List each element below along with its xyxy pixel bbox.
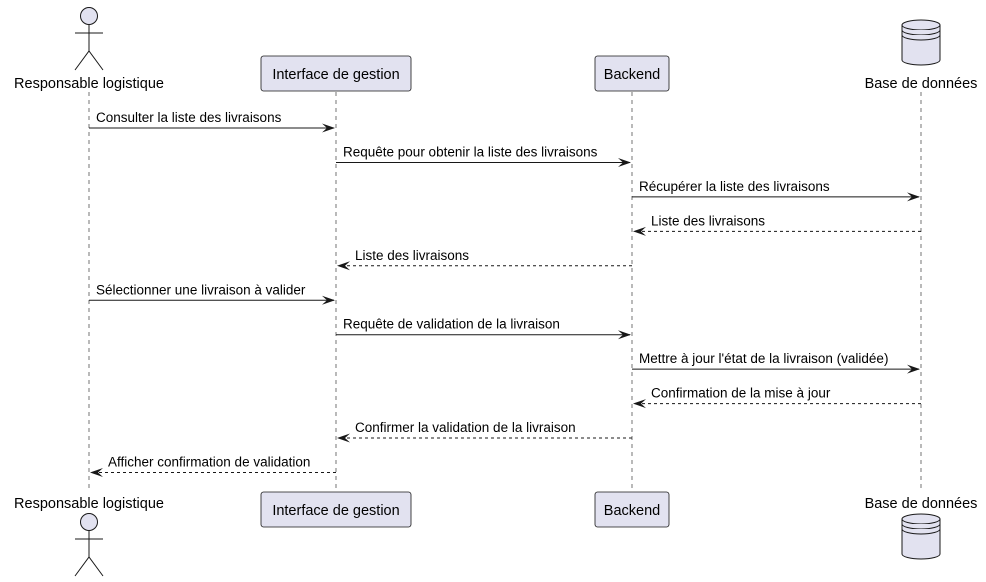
actor-icon-bottom <box>74 513 104 577</box>
participant-label-top-responsable: Responsable logistique <box>14 76 164 92</box>
message-label: Liste des livraisons <box>651 213 765 228</box>
message-label: Requête de validation de la livraison <box>343 317 560 332</box>
message-3: Récupérer la liste des livraisons <box>632 179 920 202</box>
message-label: Sélectionner une livraison à valider <box>96 282 306 297</box>
participant-box-top-interface-label: Interface de gestion <box>272 67 399 83</box>
participant-box-bottom-backend: Backend <box>594 491 670 528</box>
message-11: Afficher confirmation de validation <box>90 455 336 477</box>
messages: Consulter la liste des livraisonsRequête… <box>89 110 921 477</box>
arrow-head <box>322 295 335 305</box>
arrow-head <box>618 330 631 340</box>
arrow-head <box>337 433 350 443</box>
message-1: Consulter la liste des livraisons <box>89 110 335 133</box>
message-label: Récupérer la liste des livraisons <box>639 179 830 194</box>
message-8: Mettre à jour l'état de la livraison (va… <box>632 351 920 374</box>
bottom-participants: Responsable logistique Interface de gesti… <box>14 491 978 577</box>
message-label: Afficher confirmation de validation <box>108 455 310 470</box>
message-label: Consulter la liste des livraisons <box>96 110 282 125</box>
participant-box-bottom-interface-label: Interface de gestion <box>272 503 399 519</box>
message-9: Confirmation de la mise à jour <box>633 386 921 409</box>
arrow-head <box>322 123 335 133</box>
arrow-head <box>907 192 920 202</box>
message-label: Confirmation de la mise à jour <box>651 386 831 401</box>
actor-icon-top <box>74 7 104 71</box>
top-participants: Responsable logistique Interface de gesti… <box>14 7 978 92</box>
message-10: Confirmer la validation de la livraison <box>337 420 632 443</box>
arrow-head <box>90 468 103 477</box>
message-7: Requête de validation de la livraison <box>336 317 631 340</box>
participant-box-bottom-interface: Interface de gestion <box>260 491 412 528</box>
participant-box-bottom-backend-label: Backend <box>604 503 660 519</box>
arrow-head <box>633 399 646 409</box>
message-label: Mettre à jour l'état de la livraison (va… <box>639 351 888 366</box>
participant-label-top-database: Base de données <box>865 76 978 92</box>
message-label: Liste des livraisons <box>355 248 469 263</box>
participant-box-top-interface: Interface de gestion <box>260 55 412 92</box>
arrow-head <box>633 226 646 236</box>
message-label: Requête pour obtenir la liste des livrai… <box>343 144 598 159</box>
arrow-head <box>337 261 350 271</box>
database-icon-top <box>901 19 941 66</box>
message-5: Liste des livraisons <box>337 248 632 271</box>
participant-label-bottom-database: Base de données <box>865 496 978 512</box>
participant-box-top-backend-label: Backend <box>604 67 660 83</box>
message-6: Sélectionner une livraison à valider <box>89 282 335 305</box>
database-icon-bottom <box>901 513 941 560</box>
message-2: Requête pour obtenir la liste des livrai… <box>336 144 631 167</box>
arrow-head <box>907 364 920 374</box>
message-4: Liste des livraisons <box>633 213 921 236</box>
lifelines <box>88 92 922 491</box>
arrow-head <box>618 157 631 167</box>
participant-label-bottom-responsable: Responsable logistique <box>14 496 164 512</box>
participant-box-top-backend: Backend <box>594 55 670 92</box>
message-label: Confirmer la validation de la livraison <box>355 420 576 435</box>
